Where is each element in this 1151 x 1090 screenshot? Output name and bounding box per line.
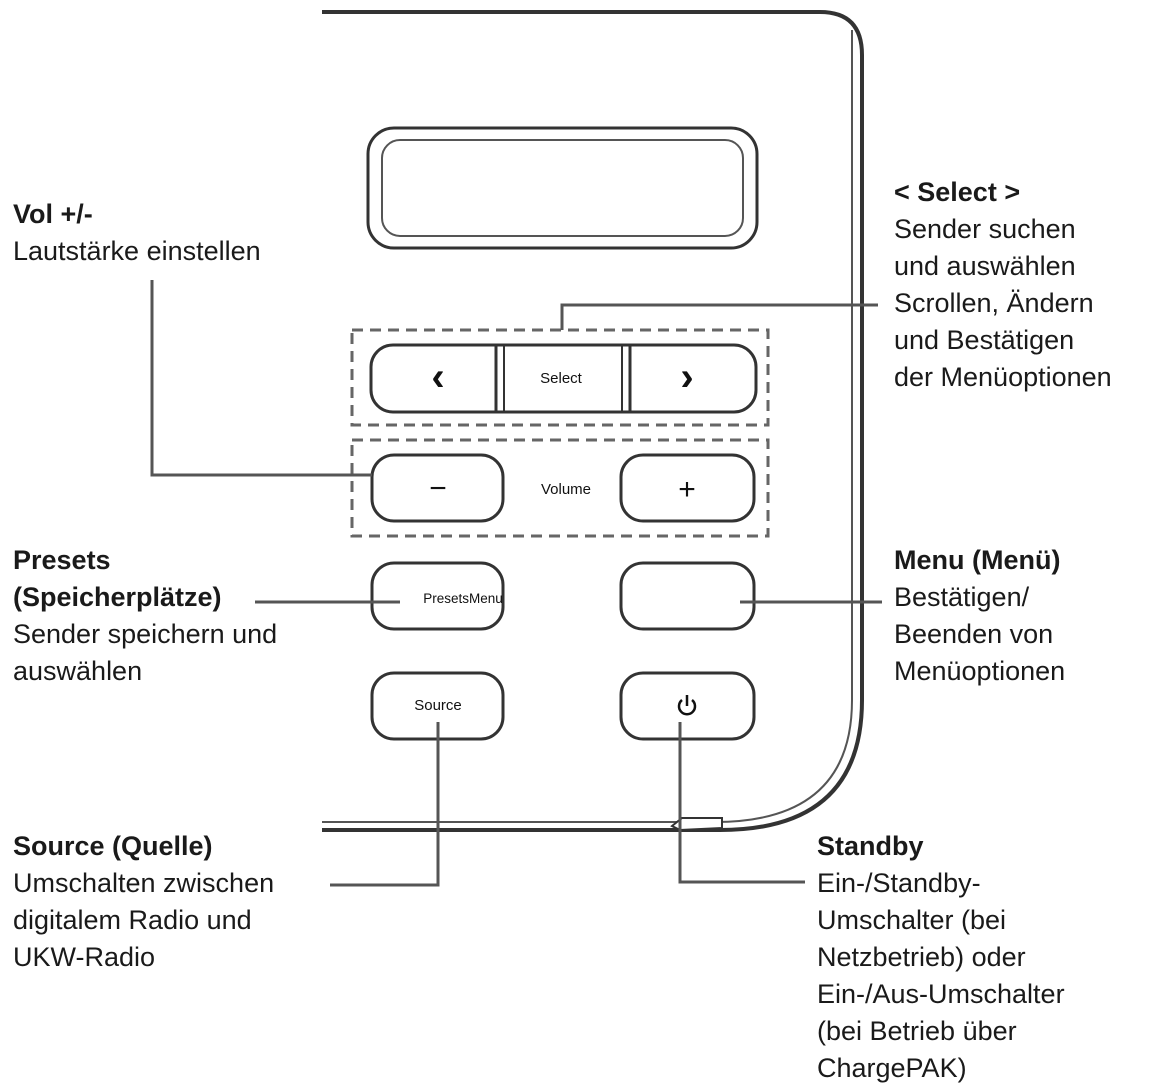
callout-select-line: der Menüoptionen <box>894 362 1112 392</box>
callout-select-line: und auswählen <box>894 251 1076 281</box>
callout-select-line: Sender suchen <box>894 214 1076 244</box>
select-right-glyph: › <box>680 355 693 399</box>
callout-source-line: Umschalten zwischen <box>13 868 275 898</box>
volume-minus-glyph: − <box>429 472 447 505</box>
volume-minus-button[interactable]: − <box>370 453 505 523</box>
callout-standby-line: Ein-/Aus-Umschalter <box>817 979 1065 1009</box>
select-left-glyph: ‹ <box>431 355 444 399</box>
callout-select: < Select > Sender suchen und auswählen S… <box>894 174 1112 396</box>
device-outline <box>322 10 864 832</box>
source-leader-line <box>330 722 440 887</box>
callout-standby: Standby Ein-/Standby- Umschalter (bei Ne… <box>817 828 1065 1087</box>
volume-label: Volume <box>541 481 591 498</box>
callout-presets-line: auswählen <box>13 656 143 686</box>
select-center-button[interactable]: Select <box>506 348 620 409</box>
source-button[interactable]: Source <box>370 671 505 741</box>
callout-presets-line: Sender speichern und <box>13 619 278 649</box>
select-center-label: Select <box>540 370 583 387</box>
callout-menu: Menu (Menü) Bestätigen/ Beenden von Menü… <box>894 542 1065 690</box>
callout-select-line: und Bestätigen <box>894 325 1075 355</box>
callout-standby-line: (bei Betrieb über <box>817 1016 1017 1046</box>
vol-leader-line <box>150 280 372 477</box>
callout-select-title: < Select > <box>894 177 1021 207</box>
callout-standby-line: Ein-/Standby- <box>817 868 981 898</box>
presets-label: PresetsMenu <box>423 591 503 606</box>
callout-standby-line: ChargePAK) <box>817 1053 967 1083</box>
callout-presets-title-1: Presets <box>13 545 111 575</box>
device-outline-inner <box>322 30 853 823</box>
callout-menu-line: Beenden von <box>894 619 1054 649</box>
callout-vol: Vol +/- Lautstärke einstellen <box>13 196 261 270</box>
standby-leader-line <box>678 722 805 884</box>
volume-plus-glyph: + <box>678 473 696 506</box>
select-leader-line <box>560 303 878 330</box>
callout-source-line: digitalem Radio und <box>13 905 252 935</box>
select-left-button[interactable]: ‹ <box>374 348 494 409</box>
presets-button[interactable]: PresetsMenu <box>370 561 505 631</box>
callout-source-title: Source (Quelle) <box>13 831 213 861</box>
display-screen-inner <box>381 139 744 237</box>
callout-presets-title-2: (Speicherplätze) <box>13 582 222 612</box>
volume-plus-button[interactable]: + <box>619 453 756 523</box>
select-group-outline <box>350 328 770 427</box>
select-right-button[interactable]: › <box>632 348 754 409</box>
callout-standby-line: Netzbetrieb) oder <box>817 942 1026 972</box>
callout-source-line: UKW-Radio <box>13 942 156 972</box>
select-bar-outline <box>369 343 758 414</box>
volume-group-outline <box>350 438 770 538</box>
callout-vol-line: Lautstärke einstellen <box>13 236 261 266</box>
select-bar <box>369 343 758 414</box>
callout-menu-line: Bestätigen/ <box>894 582 1030 612</box>
callout-standby-line: Umschalter (bei <box>817 905 1007 935</box>
callout-select-line: Scrollen, Ändern <box>894 288 1094 318</box>
callout-menu-line: Menüoptionen <box>894 656 1066 686</box>
menu-button[interactable] <box>619 561 756 631</box>
source-label: Source <box>414 697 462 714</box>
callout-presets: Presets (Speicherplätze) Sender speicher… <box>13 542 277 690</box>
callout-menu-title: Menu (Menü) <box>894 545 1061 575</box>
power-icon <box>677 695 697 716</box>
display-screen-outer <box>366 126 759 250</box>
standby-button[interactable] <box>619 671 756 741</box>
callout-standby-title: Standby <box>817 831 924 861</box>
callout-vol-title: Vol +/- <box>13 199 93 229</box>
callout-source: Source (Quelle) Umschalten zwischen digi… <box>13 828 274 976</box>
